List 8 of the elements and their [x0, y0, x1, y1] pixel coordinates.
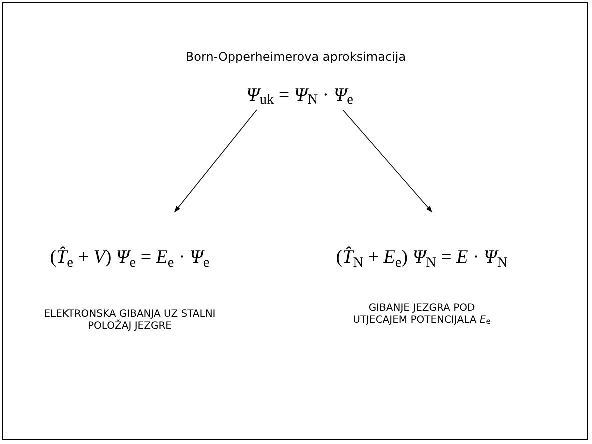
- title: Born-Opperheimerova aproksimacija: [184, 49, 408, 66]
- equation: (T̂$_{N}$ + E$_{e}$) Ψ$_{N}$ = E · Ψ$_{N}$: [336, 246, 508, 272]
- equation: Ψ$_{uk}$ = Ψ$_{N}$ · Ψ$_{e}$: [246, 84, 354, 110]
- equation: (T̂$_{e}$ + V) Ψ$_{e}$ = E$_{e}$ · Ψ$_{e}$: [50, 246, 210, 272]
- arrow: [342, 110, 433, 213]
- arrow: [174, 110, 258, 213]
- description: ELEKTRONSKA GIBANJA UZ STALNI POLOŽAJ JEZGRE: [43, 308, 217, 332]
- description: GIBANJE JEZGRA POD UTJECAJEM POTENCIJALA E$_{e}$: [352, 302, 492, 326]
